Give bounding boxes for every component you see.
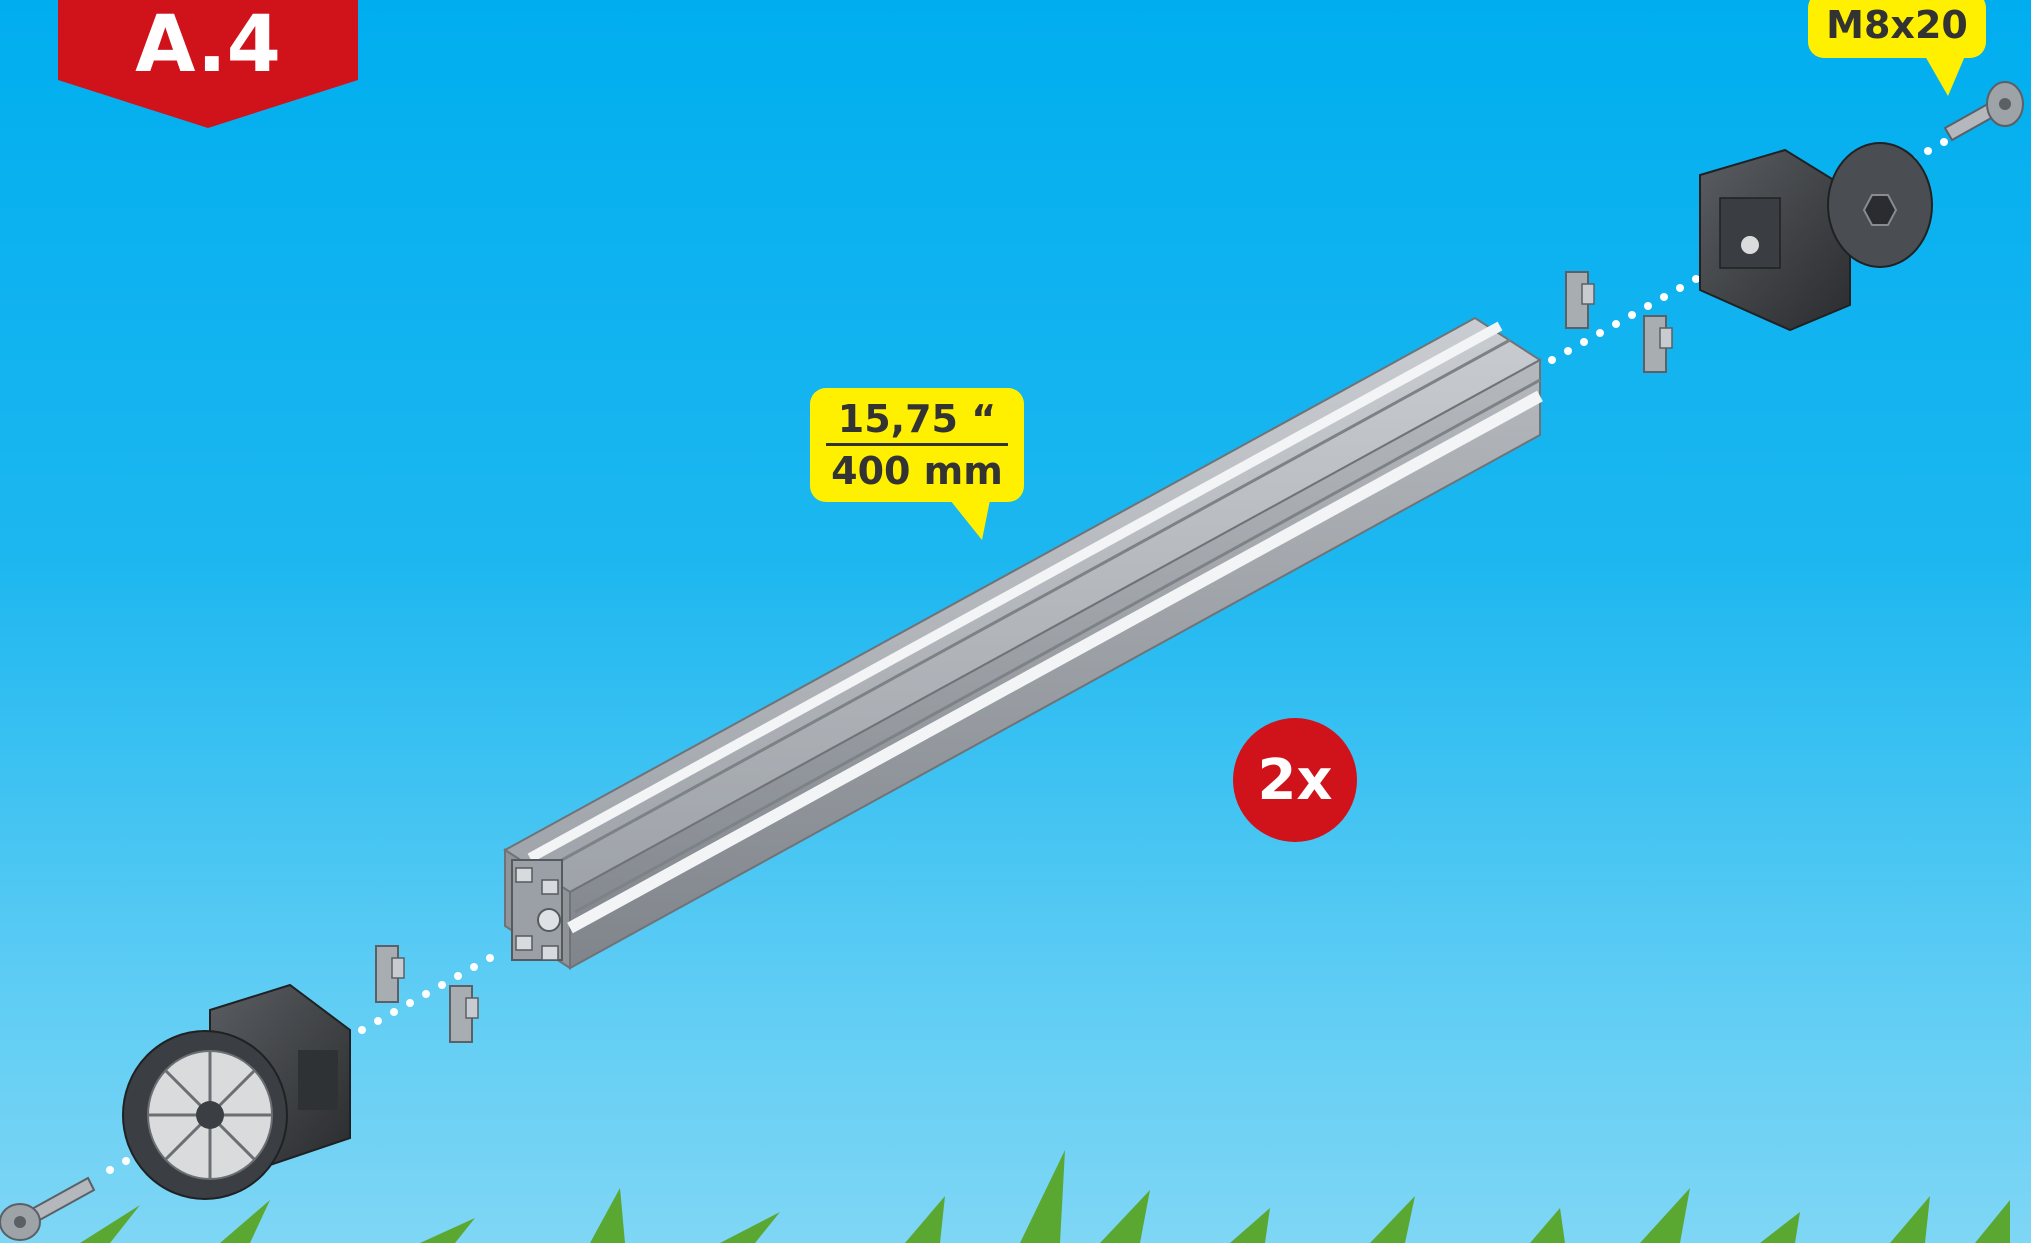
screw-callout-tail	[1925, 56, 1965, 96]
screw-size-callout: M8x20	[1808, 0, 1986, 58]
quantity-badge: 2x	[1233, 718, 1357, 842]
length-mm: 400 mm	[831, 446, 1003, 494]
screw-left-icon	[0, 1178, 94, 1240]
joint-connector-left	[123, 985, 350, 1199]
slot-nut-icon	[376, 946, 404, 1002]
slot-nut-icon	[450, 986, 478, 1042]
screw-right-icon	[1945, 82, 2023, 140]
step-label: A.4	[58, 0, 358, 90]
length-callout: 15,75 “ 400 mm	[810, 388, 1024, 502]
grass-decoration	[80, 1150, 2010, 1243]
length-inches: 15,75 “	[826, 397, 1008, 446]
joint-connector-right	[1700, 143, 1932, 330]
slot-nut-icon	[1566, 272, 1594, 328]
slot-nut-icon	[1644, 316, 1672, 372]
length-callout-tail	[950, 500, 990, 540]
